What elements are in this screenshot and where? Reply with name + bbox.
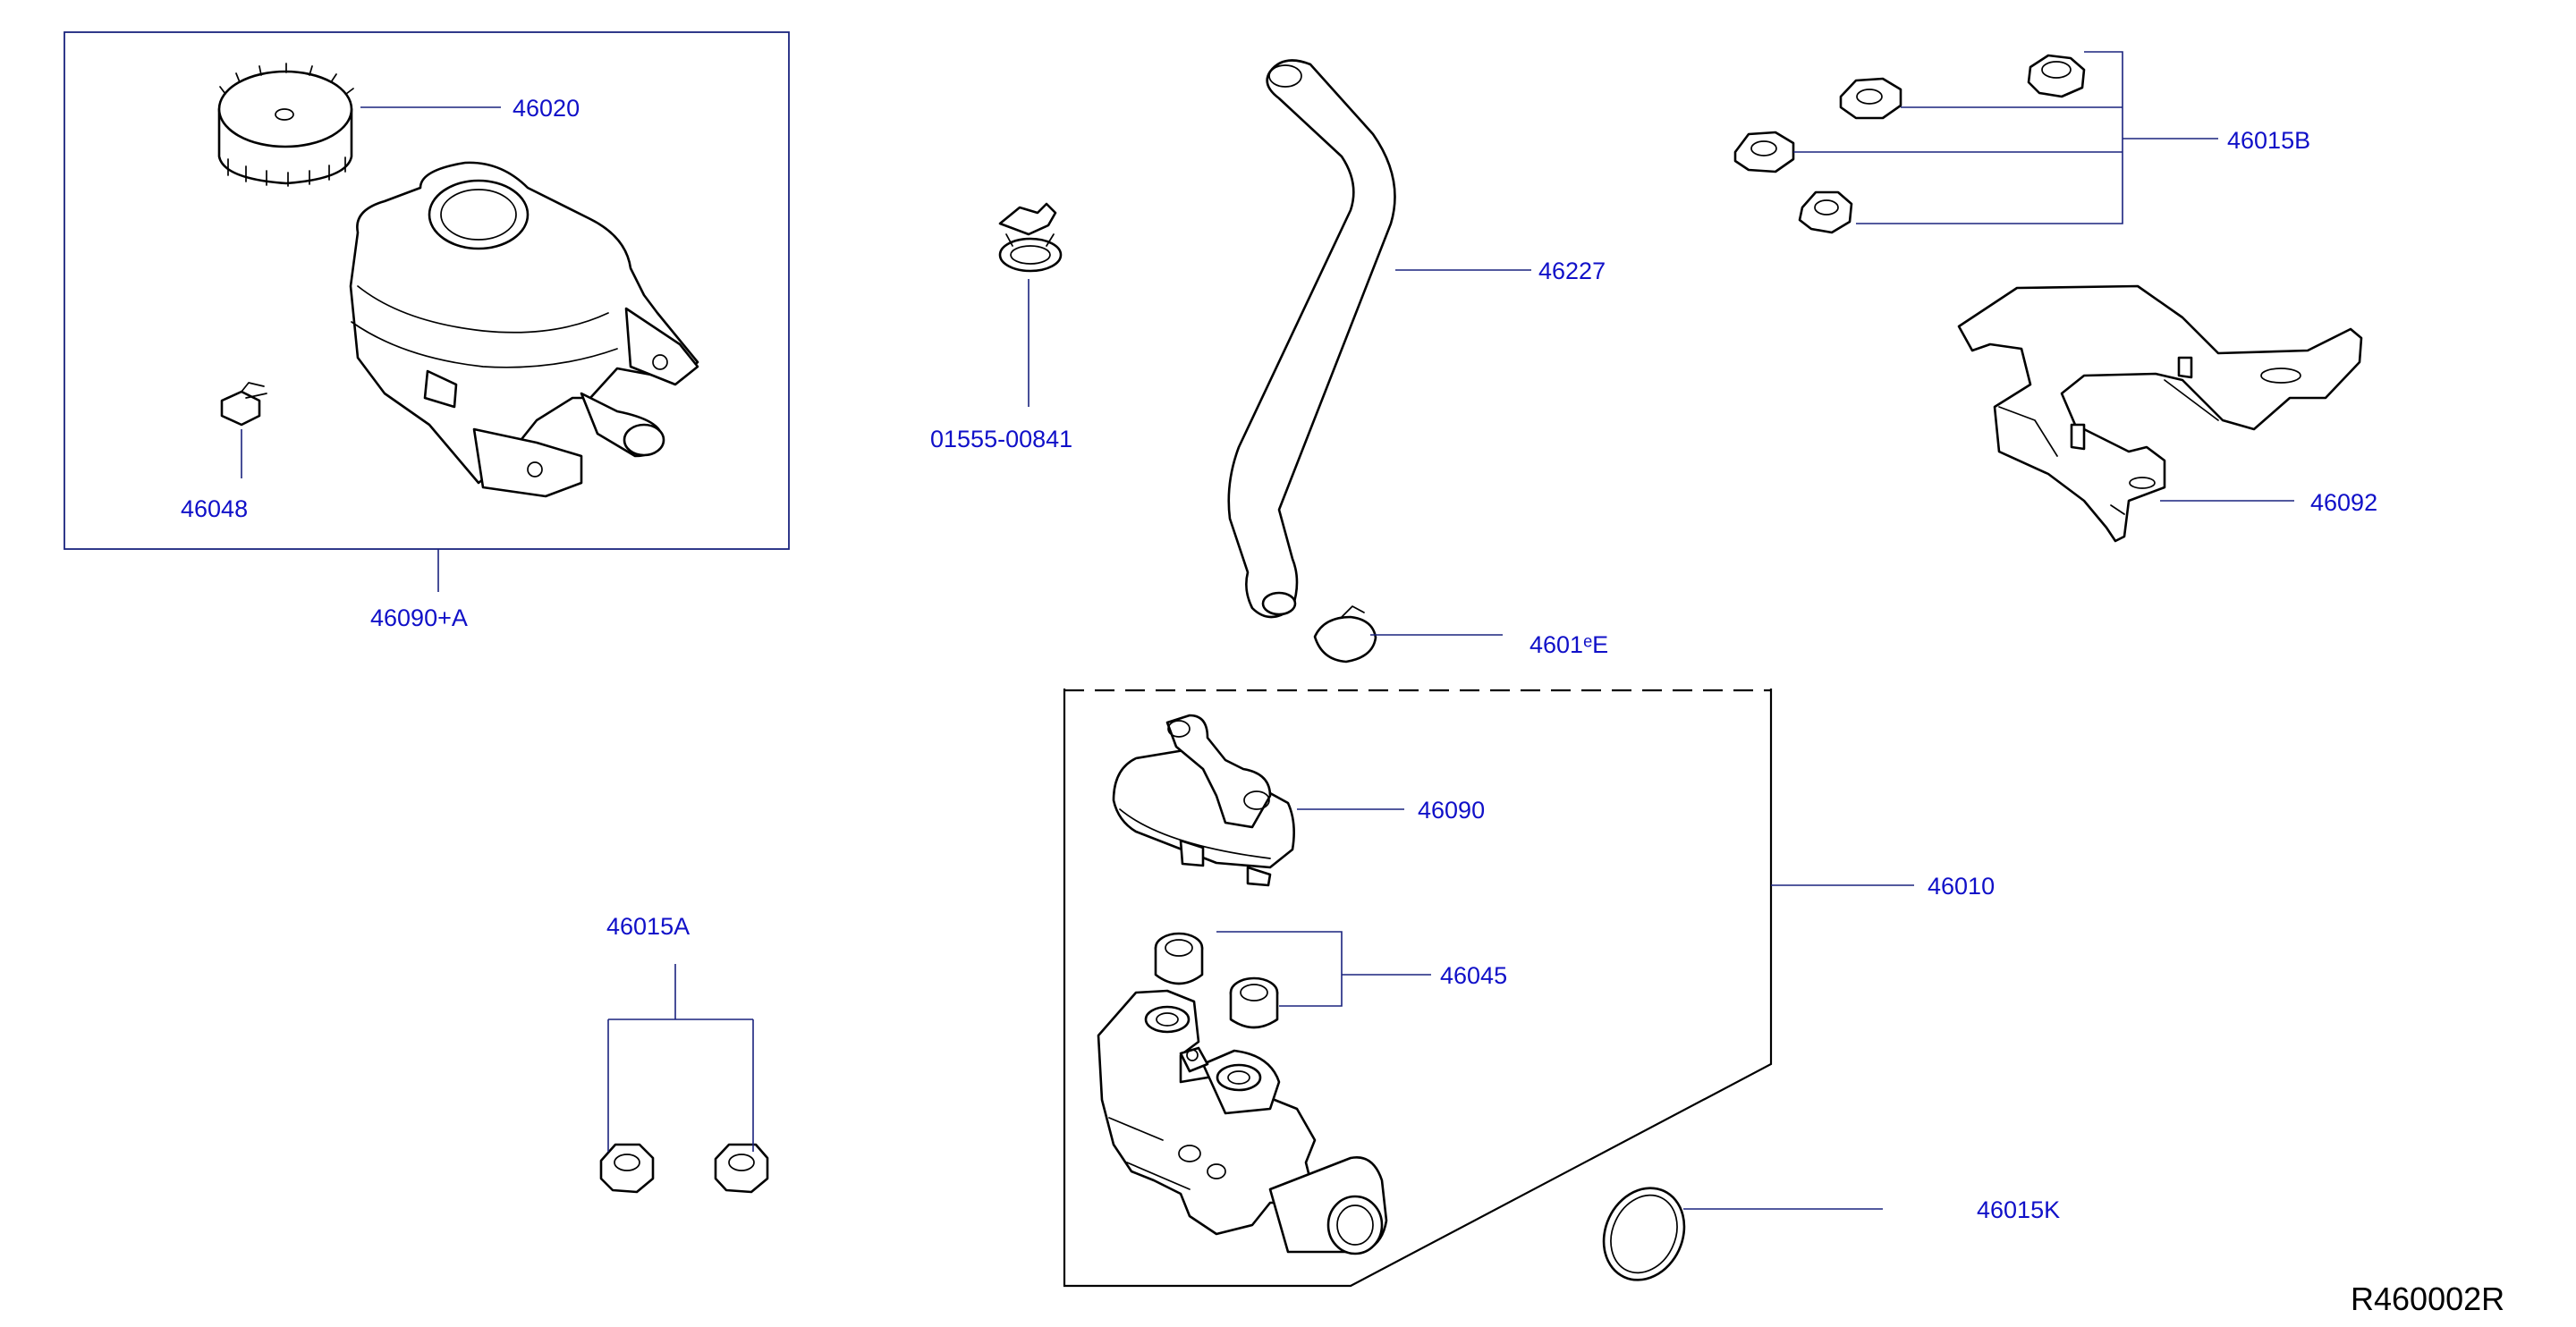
nuts-46015A[interactable]: [599, 964, 769, 1194]
nut-b2: [1839, 77, 1902, 120]
reservoir-cap-46020[interactable]: [217, 63, 501, 187]
label-46015B: 46015B: [2227, 127, 2310, 154]
master-cylinder-group: [1063, 689, 1914, 1288]
nut-b4: [1798, 190, 1853, 234]
label-46010: 46010: [1928, 873, 1995, 900]
label-01555-00841: 01555-00841: [930, 426, 1072, 452]
label-46090A: 46090+A: [370, 604, 468, 631]
nut-a2: [714, 1143, 769, 1194]
sensor-46048[interactable]: [220, 382, 267, 478]
grommet-a: [1154, 932, 1204, 985]
master-cylinder-body[interactable]: [1097, 989, 1388, 1255]
label-46045: 46045: [1440, 962, 1507, 989]
reservoir-tank[interactable]: [349, 161, 699, 498]
label-46048: 46048: [181, 495, 248, 522]
label-46090: 46090: [1418, 797, 1485, 824]
diagram-reference: R460002R: [2351, 1281, 2504, 1317]
label-46015E: 4601ᵉE: [1530, 631, 1608, 658]
label-46227: 46227: [1538, 258, 1606, 284]
grommets-46045[interactable]: [1154, 931, 1431, 1029]
bracket-46092[interactable]: [1957, 284, 2363, 543]
hose-46227[interactable]: [1227, 59, 1531, 619]
nut-b1: [2027, 54, 2086, 98]
reservoir-group-box: [64, 31, 790, 550]
nut-a1: [599, 1143, 655, 1194]
nuts-46015B[interactable]: [1733, 51, 2218, 234]
clamp-46015E[interactable]: [1313, 605, 1503, 664]
grommet-b: [1229, 976, 1279, 1029]
reservoir-46090[interactable]: [1112, 714, 1404, 887]
label-46015A: 46015A: [606, 913, 690, 940]
label-46015K: 46015K: [1977, 1196, 2060, 1223]
label-46092: 46092: [2310, 489, 2377, 516]
reservoir-assembly-group: [64, 31, 790, 592]
label-46020: 46020: [513, 95, 580, 122]
clamp-01555-00841[interactable]: [998, 202, 1063, 407]
nut-b3: [1733, 131, 1795, 173]
o-ring-46015K[interactable]: [1589, 1175, 1883, 1293]
